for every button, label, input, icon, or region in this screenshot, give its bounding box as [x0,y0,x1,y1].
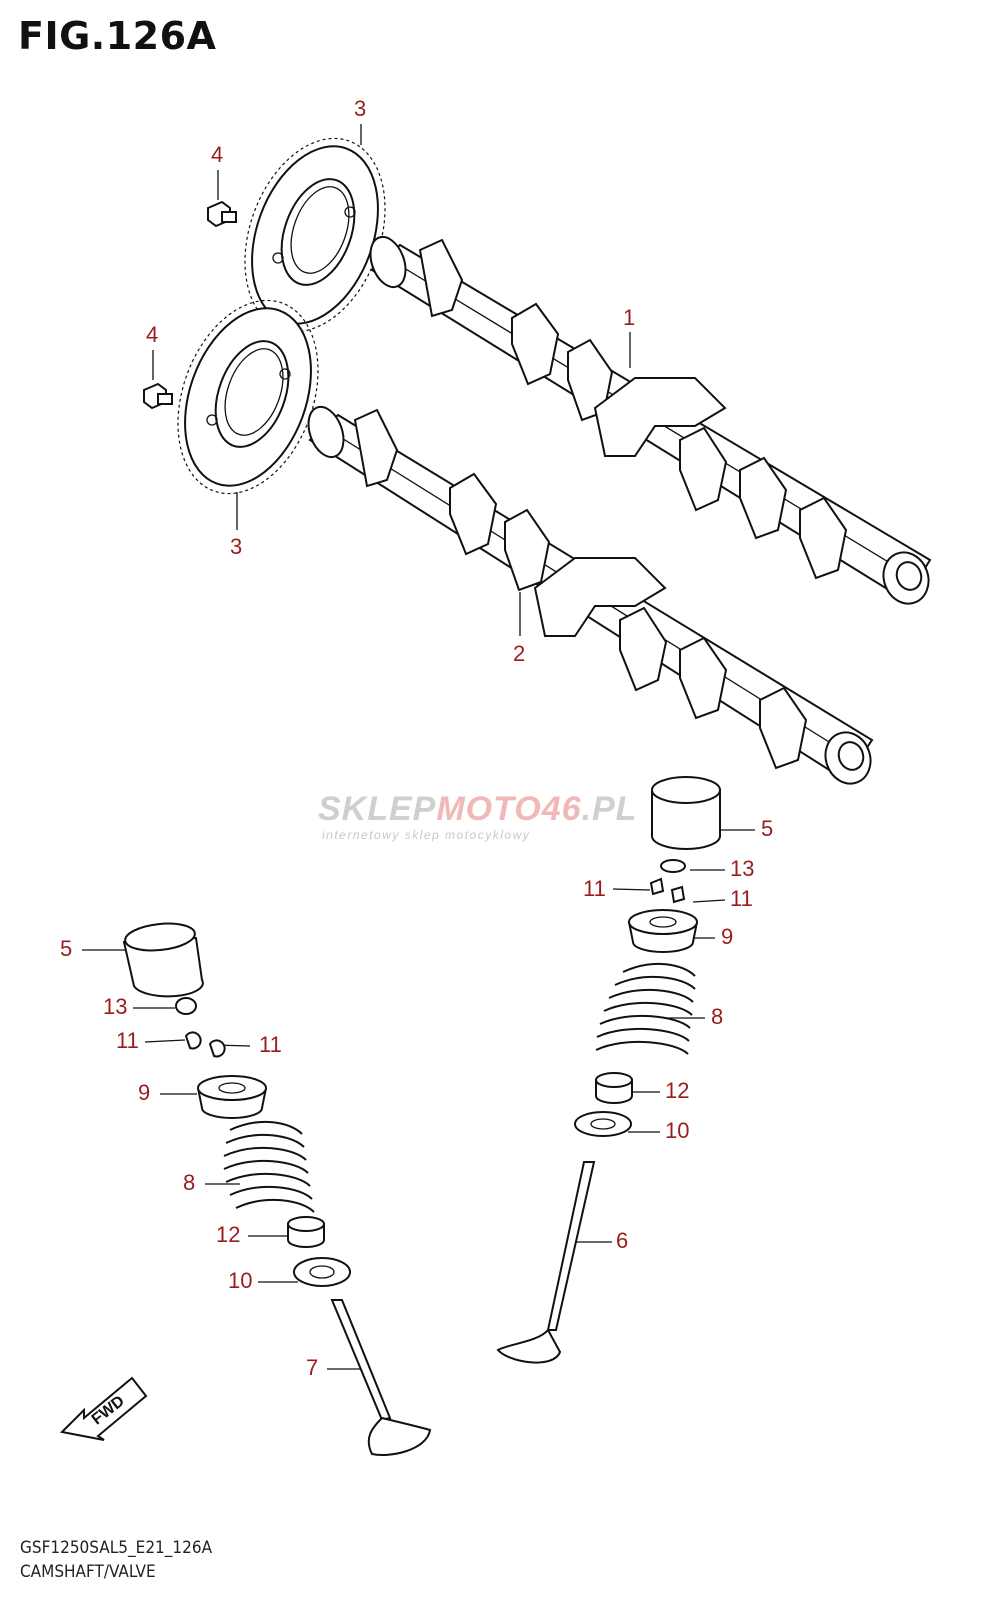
callout-3-top: 3 [354,96,367,121]
callout-11-right-a: 11 [583,876,606,901]
callout-3-mid: 3 [230,534,243,559]
callout-11-left-a: 11 [116,1028,139,1053]
callout-12-right: 12 [665,1078,690,1103]
section-name: CAMSHAFT/VALVE [20,1562,156,1582]
camshaft-2 [307,405,874,785]
callout-9-right: 9 [721,924,734,949]
callout-10-left: 10 [228,1268,253,1293]
callout-12-left: 12 [216,1222,241,1247]
callout-1: 1 [623,305,636,330]
model-code: GSF1250SAL5_E21_126A [20,1538,213,1558]
watermark-logo: SKLEPMOTO46.PL [318,790,638,828]
callout-11-left-b: 11 [259,1032,282,1057]
callout-8-left: 8 [183,1170,196,1195]
valve-assembly-right [496,776,721,1364]
callout-13-right: 13 [730,856,755,881]
valve-assembly-left [122,922,432,1456]
callout-5-right: 5 [761,816,774,841]
watermark-tagline: internetowy sklep motocyklowy [322,828,531,842]
callout-6: 6 [616,1228,629,1253]
callout-2: 2 [513,641,526,666]
callout-5-left: 5 [60,936,73,961]
callout-11-right-b: 11 [730,886,753,911]
figure-title: FIG.126A [18,14,217,58]
callout-4-mid: 4 [146,322,159,347]
callout-9-left: 9 [138,1080,151,1105]
callout-10-right: 10 [665,1118,690,1143]
bolt-lower [143,382,173,410]
bolt-upper [207,200,237,228]
callout-4-top: 4 [211,142,224,167]
callout-7: 7 [306,1355,319,1380]
callout-13-left: 13 [103,994,128,1019]
camshaft-1 [369,235,932,605]
fwd-arrow: FWD [59,1376,148,1441]
callout-8-right: 8 [711,1004,724,1029]
